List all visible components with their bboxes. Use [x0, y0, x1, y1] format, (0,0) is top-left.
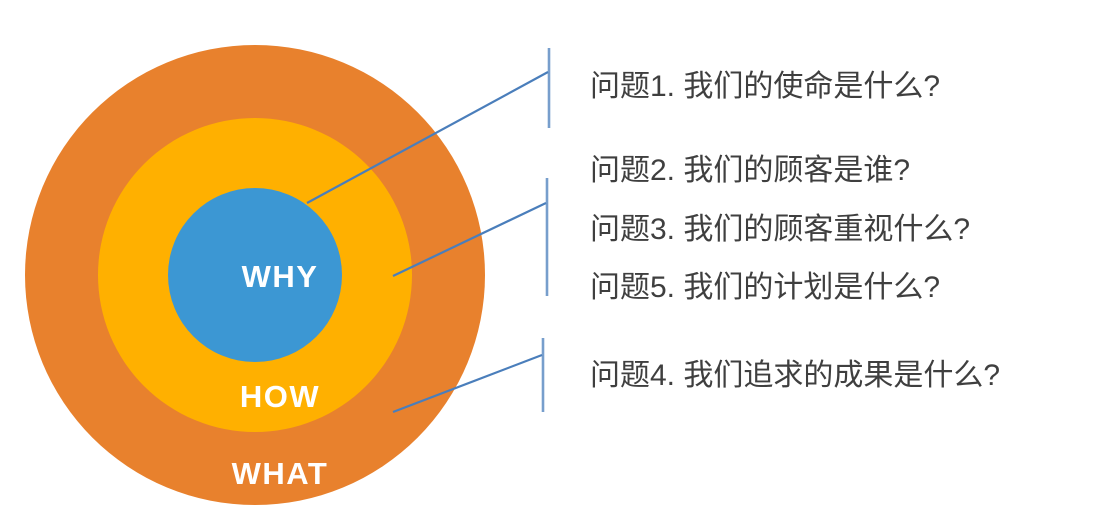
question-item-5: 问题5. 我们的计划是什么?	[590, 271, 941, 304]
question-list: 问题1. 我们的使命是什么? 问题2. 我们的顾客是谁? 问题3. 我们的顾客重…	[590, 0, 1119, 512]
ring-label-why: WHY	[241, 259, 319, 294]
question-item-1: 问题1. 我们的使命是什么?	[590, 70, 941, 103]
question-item-4: 问题4. 我们追求的成果是什么?	[590, 359, 1001, 392]
ring-label-how: HOW	[239, 379, 321, 414]
question-item-3: 问题3. 我们的顾客重视什么?	[590, 213, 971, 246]
question-item-2: 问题2. 我们的顾客是谁?	[590, 154, 911, 187]
ring-why[interactable]	[168, 188, 342, 362]
ring-label-what: WHAT	[231, 456, 329, 491]
golden-circle-diagram: WHY HOW WHAT	[25, 45, 485, 505]
